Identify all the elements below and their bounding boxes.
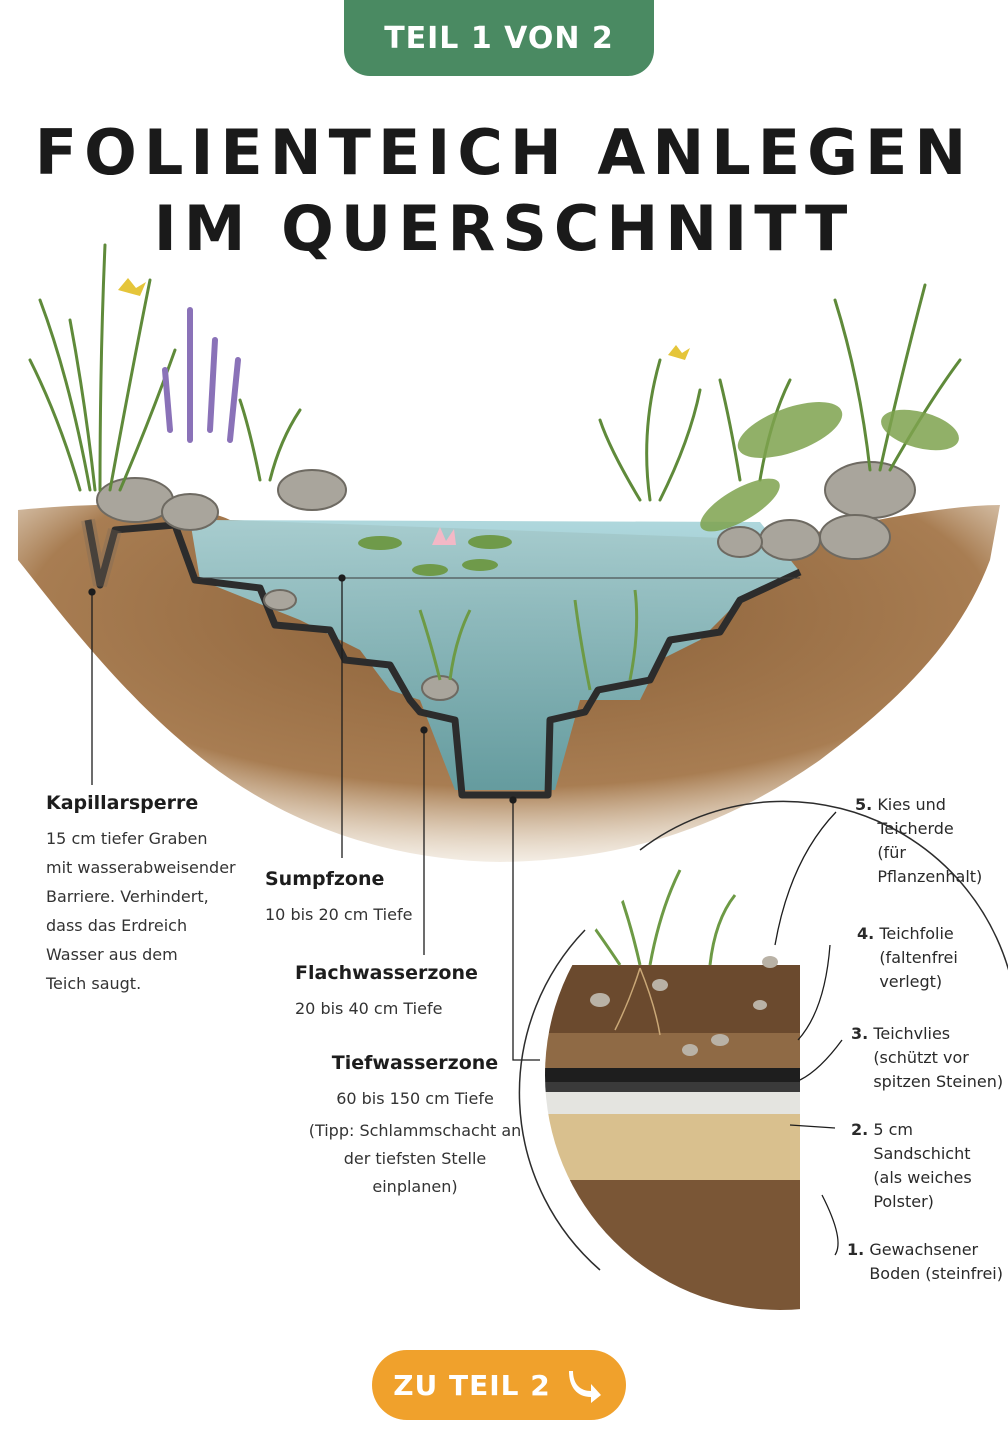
layer-3-number: 3. bbox=[851, 1024, 869, 1043]
lavender bbox=[162, 307, 241, 443]
next-part-button[interactable]: ZU TEIL 2 bbox=[372, 1350, 626, 1420]
layer-2-text: 5 cm Sandschicht (als weiches Polster) bbox=[873, 1120, 972, 1211]
sumpfzone-text: 10 bis 20 cm Tiefe bbox=[265, 905, 413, 924]
layer-detail-circle bbox=[518, 800, 1008, 1310]
tiefwasserzone-text: 60 bis 150 cm Tiefe bbox=[336, 1089, 494, 1108]
layer-leaders bbox=[774, 811, 843, 1256]
kapillarsperre-title: Kapillarsperre bbox=[46, 792, 199, 814]
right-plants bbox=[598, 283, 962, 502]
layer-1-text: Gewachsener Boden (steinfrei) bbox=[869, 1240, 1003, 1283]
layer-2-number: 2. bbox=[851, 1120, 869, 1139]
tiefwasserzone-title: Tiefwasserzone bbox=[331, 1052, 499, 1074]
kapillarsperre-label: Kapillarsperre 15 cm tiefer Graben mit w… bbox=[46, 792, 236, 998]
page-title-line2: IM QUERSCHNITT bbox=[153, 192, 855, 265]
layer-4-label: 4. Teichfolie (faltenfrei verlegt) bbox=[857, 922, 958, 994]
layer-4-text: Teichfolie (faltenfrei verlegt) bbox=[879, 924, 958, 991]
ferns-right bbox=[700, 402, 959, 532]
tiefwasserzone-label: Tiefwasserzone 60 bis 150 cm Tiefe (Tipp… bbox=[300, 1052, 530, 1201]
pond-liner bbox=[84, 519, 802, 799]
layer-1-number: 1. bbox=[847, 1240, 865, 1259]
layer-3-label: 3. Teichvlies (schützt vor spitzen Stein… bbox=[851, 1022, 1003, 1094]
layer-2-label: 2. 5 cm Sandschicht (als weiches Polster… bbox=[851, 1118, 972, 1214]
part-badge: TEIL 1 VON 2 bbox=[344, 0, 654, 76]
tiefwasserzone-tip: (Tipp: Schlammschacht an der tiefsten St… bbox=[308, 1121, 522, 1196]
layer-1-label: 1. Gewachsener Boden (steinfrei) bbox=[847, 1238, 1003, 1286]
layer-5-text: Kies und Teicherde (für Pflanzenhalt) bbox=[877, 795, 983, 886]
flachwasserzone-text: 20 bis 40 cm Tiefe bbox=[295, 999, 443, 1018]
layer-3-text: Teichvlies (schützt vor spitzen Steinen) bbox=[873, 1024, 1004, 1091]
sumpfzone-label: Sumpfzone 10 bis 20 cm Tiefe bbox=[265, 868, 412, 929]
next-part-label: ZU TEIL 2 bbox=[393, 1368, 551, 1402]
page-title-line1: FOLIENTEICH ANLEGEN bbox=[34, 116, 974, 189]
layer-5-label: 5. Kies und Teicherde (für Pflanzenhalt) bbox=[855, 793, 982, 889]
yellow-iris-left bbox=[118, 278, 146, 296]
sumpfzone-title: Sumpfzone bbox=[265, 868, 385, 890]
arrow-down-right-icon bbox=[568, 1371, 601, 1403]
yellow-iris-right bbox=[668, 345, 690, 360]
kapillarsperre-text: 15 cm tiefer Graben mit wasserabweisende… bbox=[46, 829, 236, 993]
water-lily bbox=[358, 527, 512, 576]
layer-4-number: 4. bbox=[857, 924, 875, 943]
left-plants bbox=[28, 243, 302, 492]
border-stones bbox=[96, 461, 916, 701]
flachwasserzone-label: Flachwasserzone 20 bis 40 cm Tiefe bbox=[295, 962, 478, 1023]
underwater-plants bbox=[418, 589, 639, 691]
leader-lines bbox=[88, 574, 540, 1061]
layer-5-number: 5. bbox=[855, 795, 873, 814]
flachwasserzone-title: Flachwasserzone bbox=[295, 962, 478, 984]
